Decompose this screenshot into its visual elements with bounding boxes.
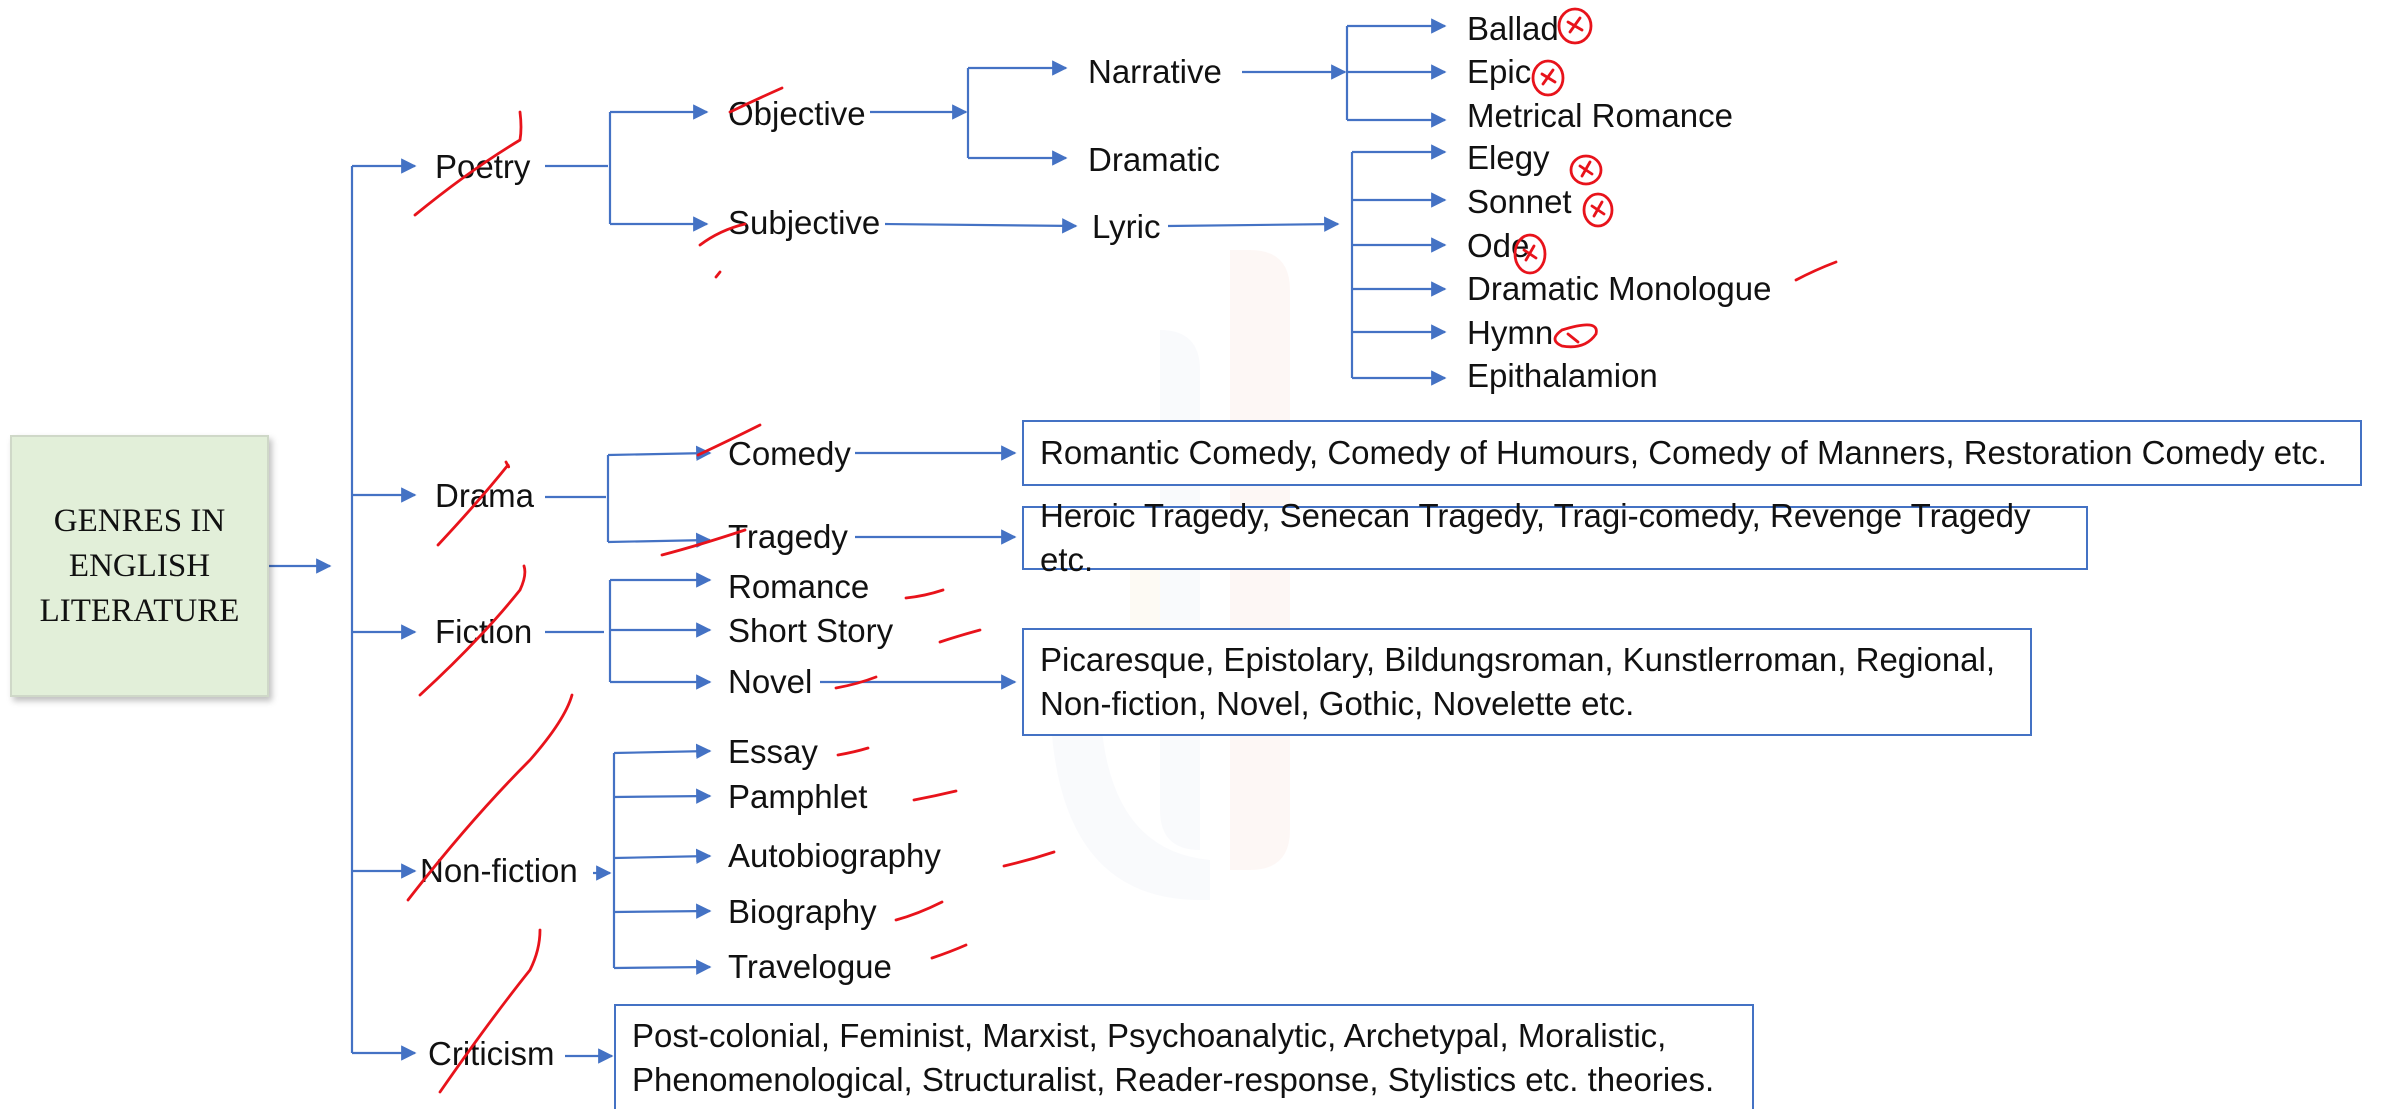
poetry-dramatic: Dramatic (1088, 141, 1221, 178)
nonfiction-travelogue: Travelogue (728, 948, 892, 985)
comedy-types-text: Romantic Comedy, Comedy of Humours, Come… (1040, 434, 2327, 471)
poetry-subjective: Subjective (728, 204, 881, 241)
root-node-box: GENRES IN ENGLISH LITERATURE (10, 435, 269, 697)
drama-comedy: Comedy (728, 435, 851, 472)
criticism-theories-box: Post-colonial, Feminist, Marxist, Psycho… (614, 1004, 1754, 1109)
nonfiction-pamphlet: Pamphlet (728, 778, 868, 815)
lyric-form-item: Epithalamion (1467, 357, 1658, 394)
nonfiction-biography: Biography (728, 893, 877, 930)
lyric-form-item: Elegy (1467, 139, 1550, 176)
criticism-theories-text: Post-colonial, Feminist, Marxist, Psycho… (632, 1016, 1715, 1098)
genre-drama: Drama (435, 477, 535, 514)
genre-criticism: Criticism (428, 1035, 555, 1072)
root-title: GENRES IN ENGLISH LITERATURE (39, 502, 240, 629)
lyric-form-item: Hymn (1467, 314, 1554, 351)
poetry-narrative: Narrative (1088, 53, 1222, 90)
fiction-novel: Novel (728, 663, 813, 700)
comedy-types-box: Romantic Comedy, Comedy of Humours, Come… (1022, 420, 2362, 486)
narrative-form-item: Metrical Romance (1467, 97, 1733, 134)
genre-poetry: Poetry (435, 148, 531, 185)
nonfiction-essay: Essay (728, 733, 818, 770)
genre-nonfiction: Non-fiction (420, 852, 578, 889)
novel-types-text: Picaresque, Epistolary, Bildungsroman, K… (1040, 641, 1996, 722)
narrative-form-item: Ballad (1467, 10, 1559, 47)
lyric-form-item: Sonnet (1467, 183, 1572, 220)
tragedy-types-text: Heroic Tragedy, Senecan Tragedy, Tragi-c… (1040, 497, 2031, 578)
drama-tragedy: Tragedy (728, 518, 848, 555)
lyric-form-item: Ode (1467, 227, 1530, 264)
fiction-romance: Romance (728, 568, 870, 605)
narrative-form-item: Epic (1467, 53, 1532, 90)
poetry-lyric: Lyric (1092, 208, 1161, 245)
nonfiction-autobiography: Autobiography (728, 837, 941, 874)
tragedy-types-box: Heroic Tragedy, Senecan Tragedy, Tragi-c… (1022, 497, 2088, 578)
lyric-form-item: Dramatic Monologue (1467, 270, 1772, 307)
fiction-short-story: Short Story (728, 612, 894, 649)
novel-types-box: Picaresque, Epistolary, Bildungsroman, K… (1022, 628, 2032, 736)
